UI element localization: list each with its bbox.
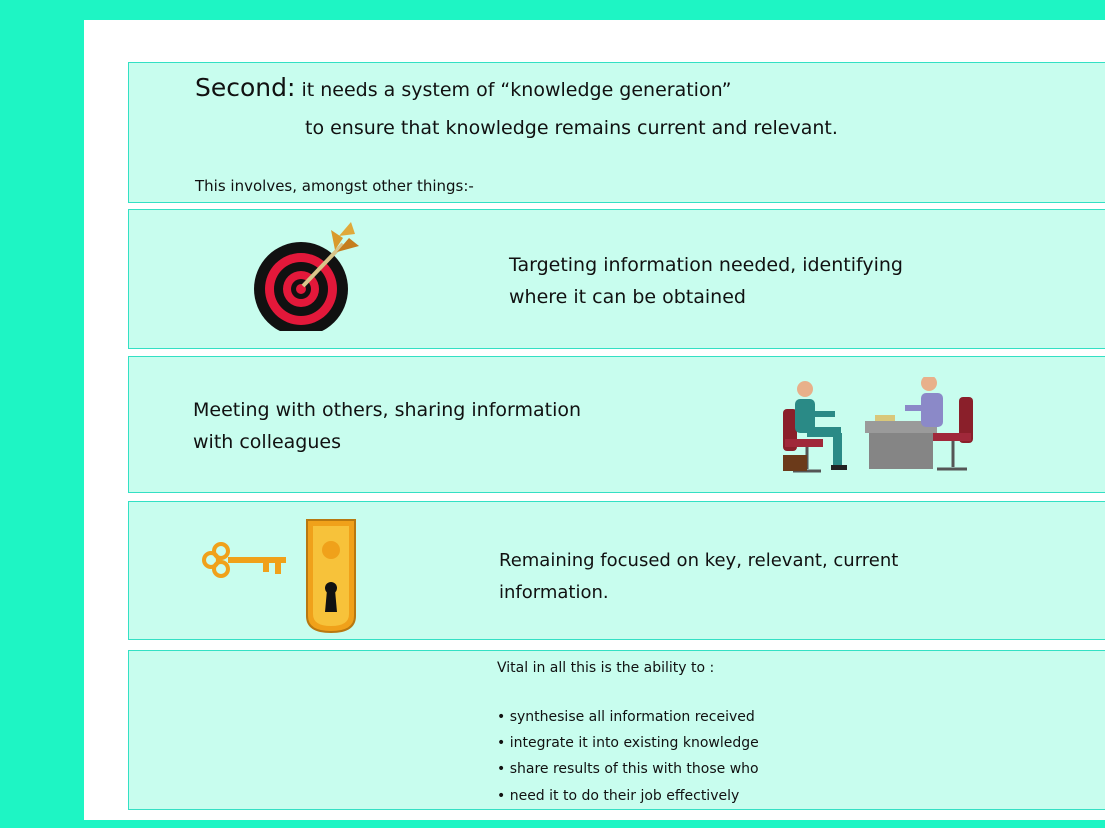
- vital-panel: Vital in all this is the ability to : • …: [128, 650, 1105, 810]
- targeting-panel: Targeting information needed, identifyin…: [128, 209, 1105, 349]
- focus-line-1: Remaining focused on key, relevant, curr…: [499, 550, 899, 571]
- heading-line-1: Second: it needs a system of “knowledge …: [195, 73, 731, 102]
- vital-bullet: • synthesise all information received: [497, 709, 755, 725]
- heading-lead: Second:: [195, 73, 296, 102]
- heading-rest: it needs a system of “knowledge generati…: [295, 79, 732, 101]
- intro-panel: Second: it needs a system of “knowledge …: [128, 62, 1105, 203]
- slide: Second: it needs a system of “knowledge …: [84, 20, 1105, 820]
- keyhole-lock-plate-icon: [306, 519, 356, 634]
- meeting-line-2: with colleagues: [193, 431, 342, 453]
- key-icon: [202, 542, 286, 578]
- target-with-dart-icon: [254, 222, 359, 331]
- targeting-line-1: Targeting information needed, identifyin…: [509, 254, 903, 276]
- vital-bullet: • integrate it into existing knowledge: [497, 735, 759, 751]
- intro-text: This involves, amongst other things:-: [195, 177, 474, 195]
- targeting-line-2: where it can be obtained: [509, 286, 746, 308]
- focus-line-2: information.: [499, 582, 609, 603]
- focus-panel: Remaining focused on key, relevant, curr…: [128, 501, 1105, 640]
- vital-bullet: • share results of this with those who: [497, 761, 759, 777]
- meeting-panel: Meeting with others, sharing information…: [128, 356, 1105, 493]
- vital-bullet: • need it to do their job effectively: [497, 788, 740, 804]
- meeting-line-1: Meeting with others, sharing information: [193, 399, 582, 421]
- business-meeting-icon: [783, 377, 973, 473]
- heading-line-2: to ensure that knowledge remains current…: [305, 117, 838, 139]
- vital-title: Vital in all this is the ability to :: [497, 660, 715, 676]
